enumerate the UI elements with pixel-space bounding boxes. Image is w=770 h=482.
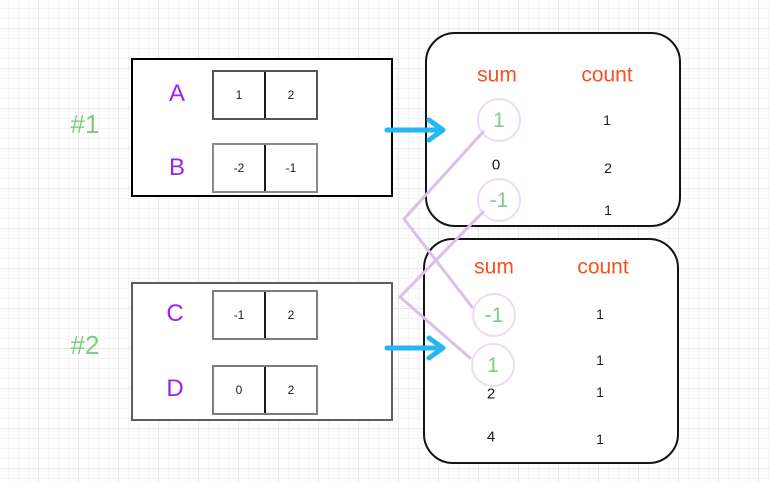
group1-count-header: count <box>581 63 633 87</box>
group2-label: #2 <box>70 330 100 360</box>
group1-count-value: 1 <box>604 202 612 218</box>
group1-count-value: 1 <box>603 112 611 128</box>
group1-source-box: A 1 2 B -2 -1 <box>131 58 393 197</box>
group2-count-value: 1 <box>596 306 604 322</box>
group1-count-value: 2 <box>604 160 612 176</box>
group2-sum-circled: 1 <box>471 343 515 387</box>
group1-sum-value: 0 <box>491 156 501 174</box>
array-b-label: B <box>168 154 186 181</box>
group1-label: #1 <box>70 109 100 139</box>
group2-sum-value: 4 <box>486 428 496 446</box>
array-cell: -1 <box>233 308 245 322</box>
group2-count-value: 1 <box>596 352 604 368</box>
array-cell: -2 <box>233 161 245 175</box>
array-d-label: D <box>166 375 184 402</box>
array-a-label: A <box>168 80 186 107</box>
group2-sum-header: sum <box>474 255 514 279</box>
array-d-cells: 0 2 <box>212 365 318 415</box>
group1-sum-header: sum <box>477 63 517 87</box>
group2-sum-value: 2 <box>486 385 496 403</box>
group2-hashmap-box: sum count -1 1 1 1 2 1 4 1 <box>423 238 679 464</box>
group2-sum-circled: -1 <box>472 293 516 337</box>
array-c-label: C <box>166 300 184 327</box>
array-cell: -1 <box>264 145 316 191</box>
array-cell: 0 <box>235 383 243 397</box>
group2-count-value: 1 <box>596 431 604 447</box>
group1-hashmap-box: sum count 1 1 0 2 -1 1 <box>425 32 681 227</box>
array-a-cells: 1 2 <box>212 70 318 120</box>
array-c-cells: -1 2 <box>212 290 318 340</box>
group1-sum-circled: 1 <box>477 98 521 142</box>
group2-source-box: C -1 2 D 0 2 <box>131 282 393 421</box>
array-cell: 2 <box>264 292 316 338</box>
array-b-cells: -2 -1 <box>212 143 318 193</box>
array-cell: 1 <box>235 88 243 102</box>
array-cell: 2 <box>264 367 316 413</box>
group2-count-value: 1 <box>596 384 604 400</box>
array-cell: 2 <box>264 72 316 118</box>
group1-sum-circled: -1 <box>477 178 521 222</box>
group2-count-header: count <box>577 255 629 279</box>
